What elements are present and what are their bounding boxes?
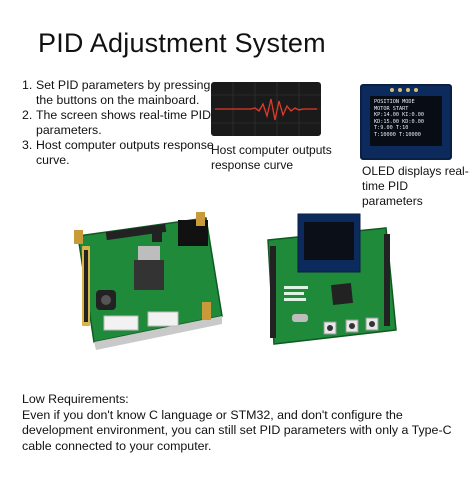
- acrylic-base: [94, 316, 222, 350]
- steps-list: 1. Set PID parameters by pressing the bu…: [22, 78, 218, 168]
- step-item: 1. Set PID parameters by pressing the bu…: [22, 78, 218, 108]
- step-item: 3. Host computer outputs response curve.: [22, 138, 218, 168]
- step-item: 2. The screen shows real-time PID parame…: [22, 108, 218, 138]
- host-computer-screen: [211, 82, 321, 136]
- standoff: [202, 302, 211, 320]
- oled-line: T:10000 T:10000: [374, 131, 421, 138]
- oled-module: POSITION MODE MOTOR START KP:14.00 KI:0.…: [360, 84, 452, 160]
- step-text: Set PID parameters by pressing the butto…: [36, 78, 211, 107]
- step-number: 2.: [22, 108, 33, 122]
- crystal: [292, 314, 308, 322]
- oled-line: T:9.00 T:10: [374, 125, 409, 132]
- page-title: PID Adjustment System: [38, 28, 326, 58]
- requirements-body: Even if you don't know C language or STM…: [22, 407, 452, 453]
- mainboard: [262, 210, 402, 354]
- step-text: The screen shows real-time PID parameter…: [36, 108, 211, 137]
- requirements-section: Low Requirements: Even if you don't know…: [22, 392, 462, 454]
- switch: [152, 226, 162, 242]
- response-curve-graphic: [211, 82, 321, 136]
- header-pin: [406, 88, 410, 92]
- regulator-chip: [134, 260, 164, 290]
- oled-line: MOTOR START: [374, 105, 409, 112]
- requirements-heading: Low Requirements:: [22, 392, 129, 406]
- header-pin: [414, 88, 418, 92]
- motor-driver-board: [66, 206, 226, 354]
- response-curve-trace: [215, 98, 317, 121]
- oled-screen: POSITION MODE MOTOR START KP:14.00 KI:0.…: [370, 96, 442, 146]
- oled-line: KP:14.00 KI:0.00: [374, 112, 424, 119]
- step-text: Host computer outputs response curve.: [36, 138, 214, 167]
- oled-screen: [304, 222, 354, 260]
- connector: [147, 311, 179, 327]
- step-number: 3.: [22, 138, 33, 152]
- host-computer-caption: Host computer outputs response curve: [211, 143, 332, 172]
- header-pin: [398, 88, 402, 92]
- step-number: 1.: [22, 78, 33, 92]
- standoff: [196, 212, 205, 226]
- mcu-chip: [331, 283, 353, 305]
- connector: [103, 315, 139, 331]
- oled-caption: OLED displays real-time PID parameters: [362, 164, 469, 208]
- oled-line: POSITION MODE: [374, 99, 415, 105]
- standoff: [74, 230, 83, 244]
- header-pin: [390, 88, 394, 92]
- oled-line: KD:15.00 KD:0.00: [374, 118, 424, 125]
